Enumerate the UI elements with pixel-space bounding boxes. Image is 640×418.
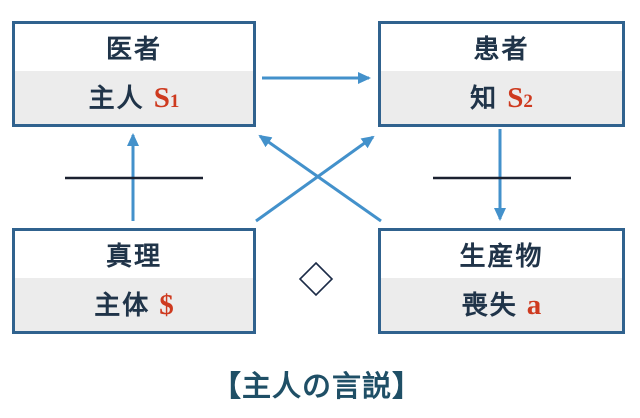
arrow-diagonal-loss-to-master — [258, 134, 382, 223]
box-symbol: S — [507, 81, 524, 114]
box-patient-knowledge: 患者 知 S 2 — [378, 21, 625, 127]
box-term-label: 主体 — [94, 289, 151, 320]
box-product-loss: 生産物 喪失 a — [378, 228, 625, 334]
box-term-row: 主体 $ — [15, 277, 253, 331]
box-symbol: a — [526, 288, 542, 321]
diagram-title: 【主人の言説】 — [211, 371, 422, 403]
box-role-label: 真理 — [105, 240, 162, 271]
box-term-label: 主人 — [88, 82, 145, 113]
box-symbol-subscript: 2 — [523, 90, 533, 112]
arrow-diagonal-subject-to-knowledge — [255, 135, 375, 223]
box-role-label: 患者 — [473, 33, 530, 64]
box-term-row: 主人 S 1 — [15, 70, 253, 124]
box-term-row: 喪失 a — [381, 277, 622, 331]
box-symbol-subscript: 1 — [169, 90, 180, 112]
box-term-row: 知 S 2 — [381, 70, 622, 124]
box-symbol: $ — [159, 288, 174, 321]
box-role-label: 生産物 — [459, 240, 544, 271]
box-doctor-master: 医者 主人 S 1 — [12, 21, 256, 127]
box-symbol: S — [153, 81, 170, 114]
diamond-icon — [298, 261, 334, 297]
box-truth-subject: 真理 主体 $ — [12, 228, 256, 334]
box-role-label: 医者 — [105, 33, 162, 64]
box-term-label: 知 — [470, 82, 499, 113]
box-term-label: 喪失 — [461, 289, 518, 320]
